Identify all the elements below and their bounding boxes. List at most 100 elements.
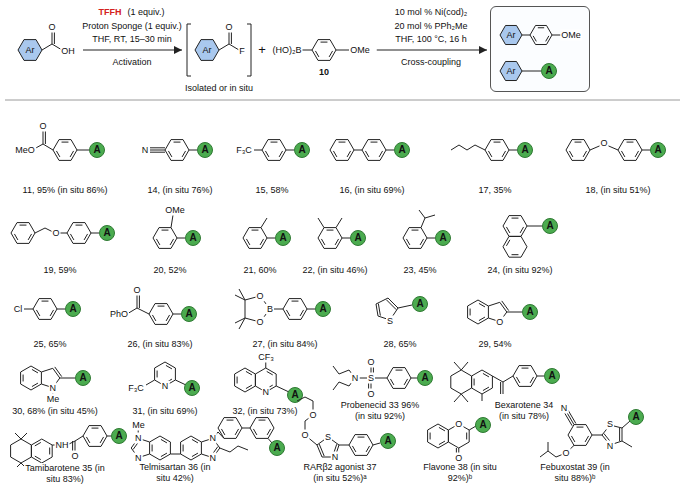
- atom-label: O: [70, 451, 79, 462]
- compound-caption: 21, 60%: [224, 265, 296, 276]
- bond-line: [622, 428, 623, 441]
- atom-label: O: [366, 389, 375, 400]
- ring: [250, 418, 274, 439]
- atom-label: Cl: [13, 304, 24, 315]
- circle-letter: A: [436, 231, 450, 245]
- double-bond: [76, 225, 83, 226]
- double-bond: [162, 230, 169, 231]
- double-bond: [404, 379, 407, 385]
- reactant-structure: ArOOH: [8, 18, 80, 82]
- atom-label: O: [255, 317, 264, 328]
- molecule-structure: F₃C15, 58%A: [232, 110, 318, 202]
- bond-line: [461, 362, 468, 370]
- bond-line: [425, 215, 435, 218]
- double-bond: [166, 365, 172, 368]
- double-bond: [32, 369, 38, 372]
- bond-line: [254, 150, 262, 151]
- ring: [21, 366, 42, 390]
- ring: [31, 439, 52, 463]
- bond-line: [41, 368, 52, 372]
- double-bond: [84, 234, 87, 240]
- circle-letter: A: [381, 434, 395, 448]
- molecule-structure: CF₃N32, (in situ 73%)A: [215, 348, 320, 423]
- product-box: ArOMeArA: [490, 6, 590, 92]
- double-bond: [412, 230, 419, 231]
- atom-label: O: [51, 228, 60, 239]
- bond-line: [622, 441, 632, 447]
- double-bond: [267, 429, 270, 435]
- compound-caption: 24, (in situ 92%): [474, 265, 566, 276]
- molecule-structure: 21, 60%A: [225, 198, 299, 279]
- circle-letter: A: [418, 371, 432, 385]
- double-bond: [192, 439, 198, 442]
- ring: [67, 223, 91, 244]
- double-bond: [520, 227, 523, 233]
- bond-line: [451, 145, 485, 150]
- circle-letter: A: [545, 369, 559, 383]
- double-bond: [430, 433, 431, 440]
- double-bond: [483, 373, 489, 376]
- double-bond: [157, 371, 158, 378]
- compound-caption: 32, (in situ 73%): [214, 406, 316, 417]
- ring: [53, 140, 77, 161]
- atom-label: O: [495, 317, 504, 328]
- molecule-structure: PhOO26, (in situ 83%)A: [105, 274, 220, 354]
- double-bond: [502, 151, 505, 157]
- compound-caption: 18, (in situ 51%): [560, 185, 677, 196]
- bond-line: [421, 218, 425, 228]
- ring: [472, 370, 493, 394]
- bond-line: [177, 238, 185, 239]
- substituent-circle: A: [435, 230, 451, 246]
- atom-label: Me: [46, 394, 61, 405]
- double-bond: [585, 436, 588, 442]
- atom-label: N: [560, 403, 569, 414]
- molecule-structure: Bexarotene 34 (in situ 78%)A: [440, 348, 580, 428]
- circle-letter: A: [629, 410, 643, 424]
- double-bond: [575, 142, 582, 143]
- double-bond: [42, 301, 49, 302]
- bond-line: [171, 215, 173, 228]
- molecule-structure: OMe20, 52%A: [135, 198, 215, 279]
- double-bond: [390, 379, 393, 385]
- bond-line: [57, 309, 65, 310]
- atom-label: O: [300, 430, 309, 441]
- double-bond: [627, 142, 634, 143]
- bond-line: [318, 218, 324, 228]
- double-bond: [70, 151, 73, 157]
- atom-label: O: [38, 121, 47, 132]
- bond-line: [454, 362, 461, 370]
- circle-letter: A: [182, 307, 196, 321]
- atom-label: O: [255, 291, 264, 302]
- compound-caption: RARβ2 agonist 37 (in situ 52%)ᵃ: [298, 462, 382, 484]
- double-bond: [406, 239, 409, 245]
- double-bond: [546, 36, 549, 42]
- ring: [387, 368, 411, 389]
- condition-label: +: [257, 43, 267, 57]
- ring: [451, 370, 472, 394]
- double-bond: [512, 218, 519, 219]
- condition-label: Cross-coupling: [400, 57, 462, 68]
- double-bond: [569, 151, 572, 157]
- double-bond: [533, 36, 536, 42]
- double-bond: [168, 151, 171, 157]
- compound-caption: Tamibarotene 35 (in situ 83%): [24, 463, 106, 485]
- double-bond: [20, 225, 27, 226]
- atom-label: Ar: [506, 30, 517, 41]
- bond-line: [242, 428, 250, 429]
- double-bond: [237, 377, 238, 384]
- ring: [283, 299, 307, 320]
- double-bond: [339, 142, 346, 143]
- compound-caption: 26, (in situ 83%): [104, 339, 216, 350]
- double-bond: [420, 239, 423, 245]
- substituent-circle: A: [315, 301, 331, 317]
- atom-label: N: [606, 441, 615, 452]
- compound-caption: Probenecid 33 96% (in situ 92%): [337, 400, 423, 422]
- bond-line: [75, 436, 83, 441]
- compound-caption: 23, 45%: [384, 265, 456, 276]
- atom-label: Ar: [25, 45, 36, 56]
- substituent-circle: A: [197, 142, 213, 158]
- aryl-patch: [500, 25, 522, 44]
- double-bond: [506, 240, 509, 246]
- atom-label: 10: [318, 67, 330, 78]
- atom-label: N: [161, 381, 170, 392]
